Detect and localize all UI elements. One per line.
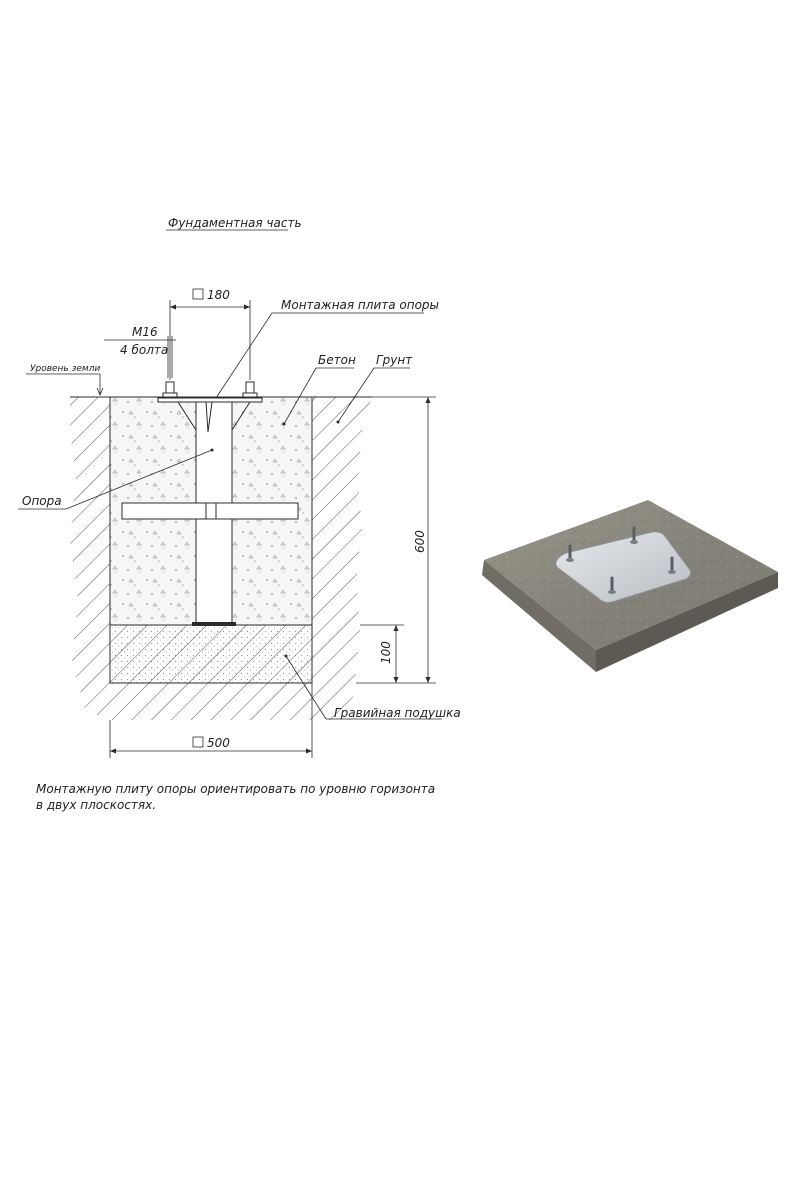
bolt-count-label: 4 болта [120, 343, 168, 357]
gravel-leader [285, 655, 327, 720]
bolt-dim [104, 336, 176, 378]
gravel-texture [110, 625, 312, 683]
ground-level-arrow [96, 374, 104, 397]
note-line-1: Монтажную плиту опоры ориентировать по у… [36, 782, 436, 796]
bolt-size-label: M16 [132, 325, 158, 339]
pole-hole [205, 502, 217, 520]
dim-height-100 [360, 624, 404, 683]
support-dot [210, 448, 214, 452]
slab-photo [482, 500, 778, 672]
slab-plate [555, 531, 691, 603]
dim-height-100-label: 100 [379, 641, 393, 664]
dim-width-500 [109, 683, 313, 758]
note-line-2: в двух плоскостях. [36, 798, 157, 812]
ground-level-label: Уровень земли [30, 364, 100, 374]
dim-height-600-label: 600 [413, 530, 427, 553]
gravel-label: Гравийная подушка [334, 706, 461, 720]
pole-base [192, 622, 236, 626]
gravel-dot [284, 654, 288, 658]
plate-ribs [177, 401, 251, 433]
mount-plate-label: Монтажная плита опоры [281, 298, 439, 312]
soil-dot [336, 420, 340, 424]
slab-bolts [568, 526, 674, 594]
soil-area [70, 397, 372, 720]
mount-plate-leader [215, 312, 424, 399]
drawing-title: Фундаментная часть [168, 216, 302, 230]
dim-plate-180 [169, 288, 251, 380]
mount-plate [157, 397, 263, 403]
support-label: Опора [22, 494, 62, 508]
dim-width-500-label: 500 [207, 736, 230, 750]
concrete-label: Бетон [318, 353, 356, 367]
concrete-leader [283, 367, 317, 425]
soil-label: Грунт [376, 353, 413, 367]
support-leader [65, 449, 213, 510]
concrete-dot [282, 422, 286, 426]
soil-leader [337, 367, 375, 423]
installation-note: Монтажную плиту опоры ориентировать по у… [36, 781, 456, 813]
bolts [162, 381, 258, 399]
dim-plate-180-label: 180 [207, 288, 230, 302]
